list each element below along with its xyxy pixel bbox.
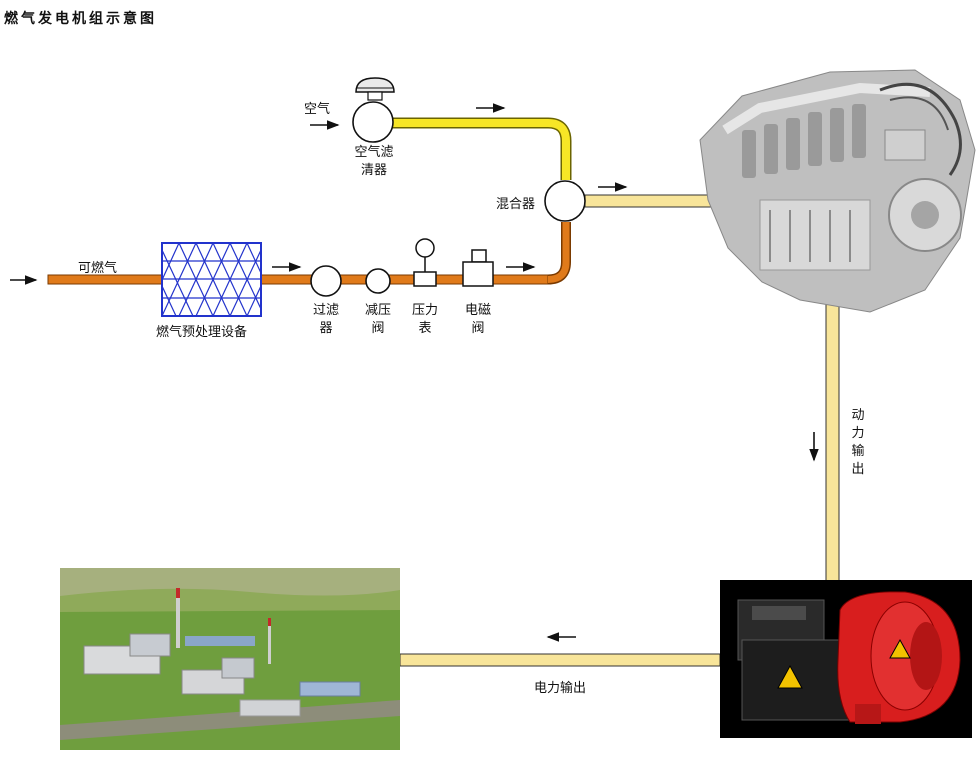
- gas-engine-image: [699, 69, 976, 313]
- fuel-gas-label: 可燃气: [78, 261, 118, 276]
- power-output-label: 动力输出: [851, 408, 865, 477]
- solenoid-valve-label: 电磁 阀: [464, 303, 491, 336]
- filter-component: [310, 265, 342, 297]
- filter-label: 过滤 器: [312, 303, 339, 336]
- generator-image: [720, 580, 972, 738]
- gas-pipeline: [47, 222, 571, 285]
- air-pipeline: [392, 117, 572, 180]
- pretreatment-label: 燃气预处理设备: [156, 325, 248, 340]
- power-shaft: [825, 297, 840, 599]
- air-filter-label: 空气滤 清器: [354, 145, 394, 178]
- reducing-valve-label: 减压 阀: [364, 303, 391, 336]
- air-filter-component: [352, 77, 395, 143]
- solenoid-valve-component: [462, 249, 494, 287]
- pressure-gauge-label: 压力 表: [411, 303, 438, 336]
- power-plant-image: [60, 568, 400, 750]
- diagram-title: 燃气发电机组示意图: [4, 11, 157, 27]
- electric-output-label: 电力输出: [534, 681, 587, 696]
- mixer-component: [544, 180, 586, 222]
- pretreatment-unit: [161, 242, 262, 317]
- reducing-valve-component: [365, 268, 391, 294]
- electric-line: [399, 653, 721, 667]
- pressure-gauge-component: [413, 238, 437, 287]
- air-label: 空气: [304, 102, 331, 117]
- mixer-label: 混合器: [496, 197, 536, 212]
